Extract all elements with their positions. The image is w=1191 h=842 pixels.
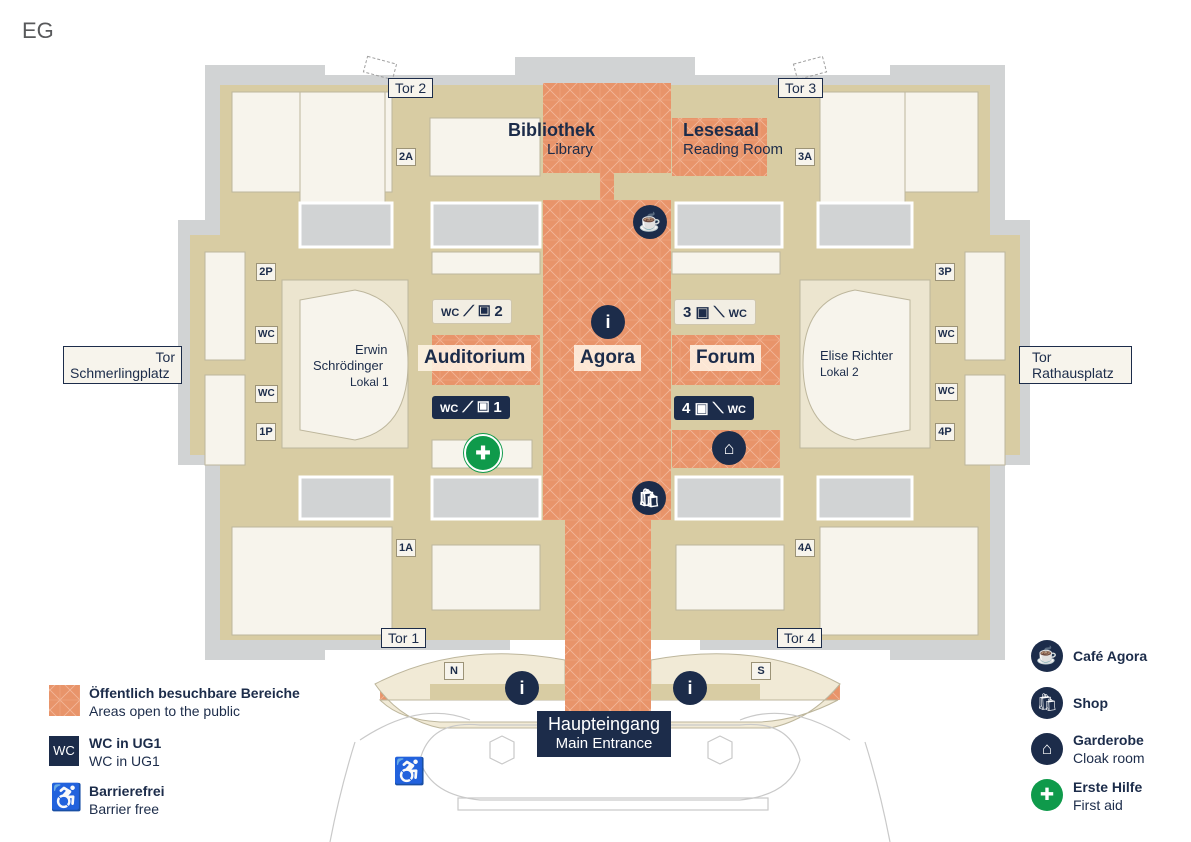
- wc-tag-west-upper[interactable]: WC: [255, 326, 278, 344]
- gate-tor-4[interactable]: Tor 4: [777, 628, 823, 648]
- stair-number: 2: [494, 303, 503, 320]
- legend-public-en: Areas open to the public: [89, 703, 240, 719]
- elevator-icon: ▣: [477, 399, 490, 416]
- legend-garderobe-en: Cloak room: [1073, 750, 1145, 766]
- legend-cafe: Café Agora: [1073, 648, 1148, 664]
- room-forum: Forum: [690, 345, 762, 371]
- legend-wc-de: WC in UG1: [89, 735, 162, 751]
- gate-tor-2[interactable]: Tor 2: [388, 78, 434, 98]
- coffee-cup-icon[interactable]: ☕: [633, 205, 667, 239]
- wc-tag-east-upper[interactable]: WC: [935, 326, 958, 344]
- wc-label: WC: [728, 308, 747, 320]
- stair-3p[interactable]: 3P: [935, 263, 955, 281]
- gate-schmerlingplatz-line2: Schmerlingplatz: [70, 365, 170, 381]
- elevator-icon: ▣: [478, 303, 491, 320]
- room-agora: Agora: [574, 345, 641, 371]
- wc-tag-west-lower[interactable]: WC: [255, 385, 278, 403]
- stair-3a[interactable]: 3A: [795, 148, 816, 166]
- legend-wheelchair-icon: ♿: [50, 782, 83, 812]
- legend-first-aid-cross-icon: ✚: [1031, 779, 1063, 811]
- gate-tor-3[interactable]: Tor 3: [778, 78, 824, 98]
- legend-firstaid-en: First aid: [1073, 797, 1123, 813]
- gate-schmerlingplatz-line1: Tor: [155, 349, 175, 365]
- gate-tor-1[interactable]: Tor 1: [381, 628, 427, 648]
- hall-erwin-line1: Erwin: [355, 342, 388, 357]
- legend-barrier-de: Barrierefrei: [89, 783, 165, 799]
- gate-rathausplatz-line2: Rathausplatz: [1032, 365, 1114, 381]
- stair-4a[interactable]: 4A: [795, 539, 816, 557]
- elevator-icon: ▣: [694, 400, 709, 417]
- hall-lokal-2: Lokal 2: [820, 365, 859, 379]
- legend-hanger-icon: ⌂: [1031, 733, 1063, 765]
- stair-marker-2[interactable]: WC ⟋ ▣ 2: [432, 299, 512, 324]
- wheelchair-icon: ♿: [393, 756, 426, 786]
- main-entrance[interactable]: Haupteingang Main Entrance: [537, 711, 671, 757]
- stair-number: 3: [683, 304, 692, 321]
- stair-number: 4: [682, 400, 691, 417]
- room-library: Library: [547, 141, 593, 158]
- legend-barrier-en: Barrier free: [89, 801, 160, 817]
- main-entrance-en: Main Entrance: [555, 735, 653, 752]
- legend-public-swatch: [49, 685, 80, 716]
- stair-marker-4[interactable]: 4 ▣ ⟍ WC: [674, 396, 754, 420]
- shopping-bag-icon[interactable]: 🛍: [632, 481, 666, 515]
- gate-steps: [362, 55, 828, 81]
- gate-schmerlingplatz[interactable]: Tor Schmerlingplatz: [63, 346, 182, 384]
- stair-marker-3[interactable]: 3 ▣ ⟍ WC: [674, 299, 756, 325]
- legend-shopping-bag-icon: 🛍: [1031, 687, 1063, 719]
- wc-label: WC: [727, 404, 746, 416]
- stair-2p[interactable]: 2P: [256, 263, 276, 281]
- stair-2a[interactable]: 2A: [396, 148, 417, 166]
- legend-wc-en: WC in UG1: [89, 753, 160, 769]
- stair-marker-1[interactable]: WC ⟋ ▣ 1: [432, 396, 510, 419]
- room-reading-room: Reading Room: [683, 141, 784, 158]
- forecourt: [329, 712, 891, 842]
- hall-elise-richter: Elise Richter: [820, 348, 893, 363]
- legend-public-de: Öffentlich besuchbare Bereiche: [89, 685, 300, 701]
- stair-north[interactable]: N: [444, 662, 464, 680]
- escalator-icon: ⟍: [713, 304, 725, 321]
- hall-erwin-line2: Schrödinger: [313, 358, 384, 373]
- info-icon-entrance-south[interactable]: i: [673, 671, 707, 705]
- elevator-icon: ▣: [695, 304, 710, 321]
- info-icon[interactable]: i: [591, 305, 625, 339]
- floor-label: EG: [22, 18, 54, 43]
- gate-rathausplatz[interactable]: Tor Rathausplatz: [1019, 346, 1132, 384]
- stair-number: 1: [493, 399, 502, 416]
- room-bibliothek: Bibliothek: [508, 120, 596, 140]
- legend-wc-icon: WC: [49, 736, 79, 766]
- escalator-icon: ⟋: [463, 303, 475, 320]
- stair-1p[interactable]: 1P: [256, 423, 276, 441]
- info-icon-entrance-north[interactable]: i: [505, 671, 539, 705]
- hall-lokal-1: Lokal 1: [350, 375, 389, 389]
- escalator-icon: ⟋: [462, 399, 474, 416]
- legend-garderobe-de: Garderobe: [1073, 732, 1144, 748]
- gate-rathausplatz-line1: Tor: [1032, 349, 1052, 365]
- wc-tag-east-lower[interactable]: WC: [935, 383, 958, 401]
- wc-label: WC: [440, 403, 459, 415]
- stair-south[interactable]: S: [751, 662, 771, 680]
- main-entrance-de: Haupteingang: [547, 714, 661, 734]
- room-auditorium: Auditorium: [418, 345, 532, 371]
- stair-4p[interactable]: 4P: [935, 423, 955, 441]
- stair-1a[interactable]: 1A: [396, 539, 417, 557]
- escalator-icon: ⟍: [712, 400, 724, 417]
- first-aid-cross-icon[interactable]: ✚: [464, 434, 502, 472]
- courtyards: [298, 201, 914, 521]
- wc-label: WC: [441, 307, 460, 319]
- room-lesesaal: Lesesaal: [683, 120, 760, 140]
- hanger-icon[interactable]: ⌂: [712, 431, 746, 465]
- legend-firstaid-de: Erste Hilfe: [1073, 779, 1143, 795]
- legend-coffee-cup-icon: ☕: [1031, 640, 1063, 672]
- legend-shop: Shop: [1073, 695, 1108, 711]
